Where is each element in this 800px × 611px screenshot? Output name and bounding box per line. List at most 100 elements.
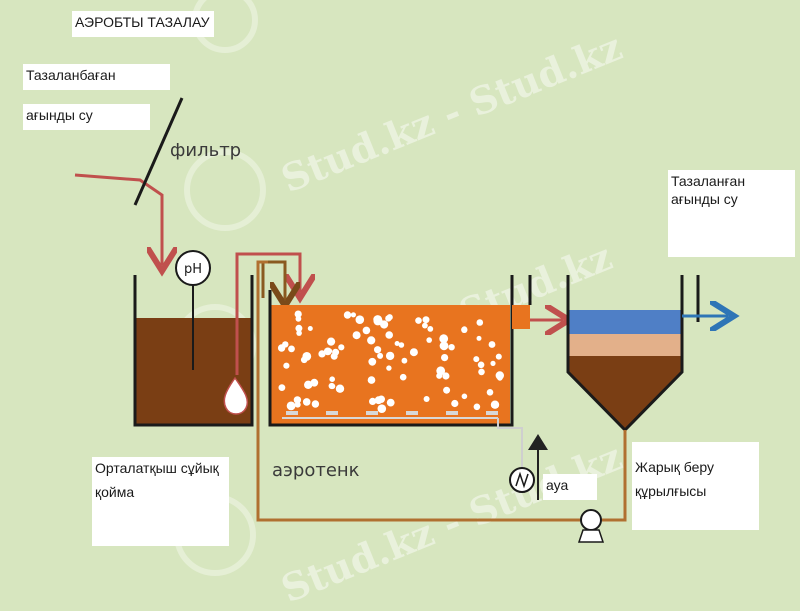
equalization-tank-label: Орталатқыш сұйық қойма [92, 457, 229, 546]
air-bubble [409, 348, 418, 357]
air-bubble [304, 380, 313, 389]
air-bubble [377, 404, 387, 414]
air-bubble [473, 356, 480, 363]
clarifier-water-layer [568, 310, 682, 334]
air-bubble [277, 344, 286, 352]
air-bubble [478, 368, 485, 376]
air-bubble [350, 312, 356, 318]
air-bubble [461, 326, 468, 333]
air-bubble [451, 399, 459, 408]
diffuser-head [326, 411, 338, 415]
air-bubble [495, 353, 502, 360]
air-bubble [283, 362, 290, 369]
air-bubble [441, 354, 449, 362]
untreated-water-label-line1: Тазаланбаған [23, 64, 170, 90]
air-bubble [439, 341, 449, 351]
air-bubble [335, 384, 345, 393]
air-bubble [490, 360, 496, 366]
air-bubble [328, 382, 335, 390]
air-bubble [332, 348, 340, 356]
filter-screen [133, 97, 184, 206]
air-bubble [443, 386, 451, 394]
air-bubble [355, 315, 365, 325]
air-bubble [426, 337, 433, 343]
air-bubble [294, 310, 302, 318]
air-bubble [399, 373, 407, 381]
air-bubble [311, 400, 320, 408]
air-bubble [476, 335, 482, 341]
air-bubble [374, 346, 382, 354]
air-bubble [368, 357, 377, 366]
diffuser-head [366, 411, 378, 415]
diffuser-head [446, 411, 458, 415]
equalization-tank-walls [133, 275, 254, 427]
air-bubble [302, 398, 311, 406]
aerotank-walls [268, 275, 514, 427]
air-bubble [295, 324, 303, 332]
air-bubble [327, 337, 336, 346]
air-bubble [422, 322, 428, 329]
clarifier-label-line1: Жарық беру [635, 459, 715, 475]
air-bubble [373, 315, 383, 324]
air-bubble [286, 401, 296, 411]
transfer-pipe [235, 252, 300, 375]
air-bubble [367, 336, 376, 345]
air-bubble [385, 351, 395, 361]
sludge-pump-icon [580, 509, 602, 531]
air-bubble [380, 320, 389, 329]
sludge-return-line-2 [256, 260, 580, 522]
dosing-drop-icon [223, 376, 249, 415]
air-label: ауа [543, 474, 597, 500]
air-bubble [367, 376, 376, 384]
air-bubble [327, 348, 333, 354]
air-bubble [278, 384, 286, 391]
air-bubble [401, 357, 408, 364]
air-bubble [422, 316, 430, 324]
air-bubble [473, 403, 481, 411]
air-bubble [296, 330, 302, 336]
air-bubble [439, 334, 449, 344]
sludge-return-line [602, 430, 627, 522]
air-bubble [362, 326, 371, 335]
air-bubble [448, 344, 455, 351]
air-supply-pipe [497, 418, 523, 470]
air-bubble [307, 326, 313, 331]
return-inlet-pipe [261, 260, 285, 300]
diffuser-head [406, 411, 418, 415]
ph-label: pH [184, 262, 202, 277]
air-bubble [288, 345, 295, 353]
air-bubble [442, 372, 450, 380]
air-bubble [394, 341, 400, 346]
untreated-water-label-line2: ағынды су [23, 104, 150, 130]
air-bubble [294, 401, 301, 408]
air-bubble [385, 331, 394, 339]
air-bubble [415, 317, 422, 324]
air-bubble [377, 352, 384, 359]
ph-sensor-icon [175, 250, 211, 286]
air-bubble [398, 342, 405, 348]
aerotank-label: аэротенк [272, 460, 360, 481]
air-bubble [295, 315, 302, 322]
air-bubble [385, 315, 392, 322]
clarifier-sludge-layer [568, 356, 682, 430]
air-bubble [488, 341, 496, 348]
air-bubble [318, 350, 326, 358]
air-bubble [436, 366, 446, 376]
air-bubble [461, 393, 468, 400]
filter-label: фильтр [170, 140, 242, 161]
clarifier-label: Жарық беру құрылғысы [632, 442, 759, 530]
air-bubble [329, 376, 336, 383]
treated-water-label: Тазаланған ағынды су [668, 170, 795, 257]
air-bubble [369, 397, 377, 405]
untreated-inflow-line [74, 173, 162, 265]
clarifier-label-line2: құрылғысы [635, 483, 707, 499]
air-bubble [343, 311, 352, 319]
air-bubble [300, 356, 308, 364]
air-bubble [486, 389, 494, 396]
equalization-tank-label-line2: қойма [95, 484, 135, 500]
air-bubble [427, 326, 434, 332]
air-bubble [386, 365, 392, 371]
air-bubble [352, 331, 361, 340]
